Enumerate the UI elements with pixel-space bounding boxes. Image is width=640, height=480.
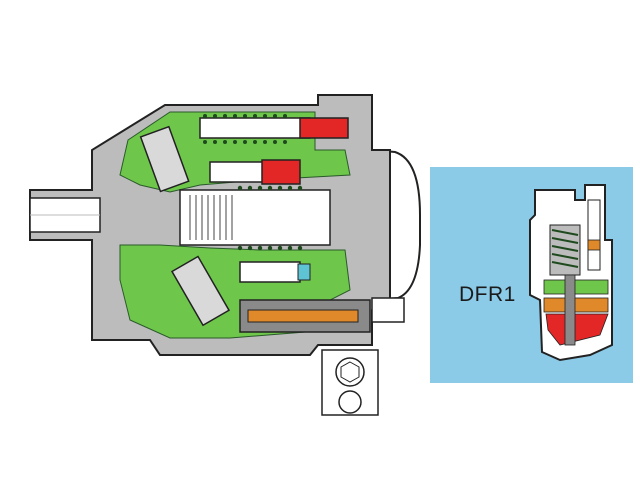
- valve-spool-accent: [587, 239, 601, 251]
- pump-piston-upper: [209, 161, 271, 183]
- spline-teeth: [189, 195, 233, 240]
- swash-plate-upper: [139, 125, 190, 193]
- valve-spool-right: [587, 199, 601, 271]
- control-piston-upper-head: [299, 117, 349, 139]
- end-plug: [371, 297, 405, 323]
- valve-label: DFR1: [459, 283, 516, 306]
- valve-chamber-green: [543, 279, 609, 295]
- pump-cross-section: [29, 94, 421, 416]
- spring-middle: [237, 185, 303, 251]
- pump-piston-lower: [239, 261, 301, 283]
- control-piston-lower: [247, 309, 359, 323]
- swash-plate-lower: [170, 255, 231, 327]
- pump-piston-upper-head: [261, 159, 301, 185]
- valve-passage-orange: [543, 297, 609, 313]
- spring-upper: [203, 114, 287, 144]
- valve-core: [564, 274, 576, 346]
- dfr-control-valve: [529, 184, 613, 362]
- port-fitting: [321, 349, 379, 416]
- valve-spring: [551, 229, 579, 268]
- control-piston-upper: [199, 117, 311, 139]
- valve-passage-red: [545, 313, 609, 346]
- pump-piston-lower-cap: [297, 263, 311, 281]
- cylinder-block: [179, 189, 331, 246]
